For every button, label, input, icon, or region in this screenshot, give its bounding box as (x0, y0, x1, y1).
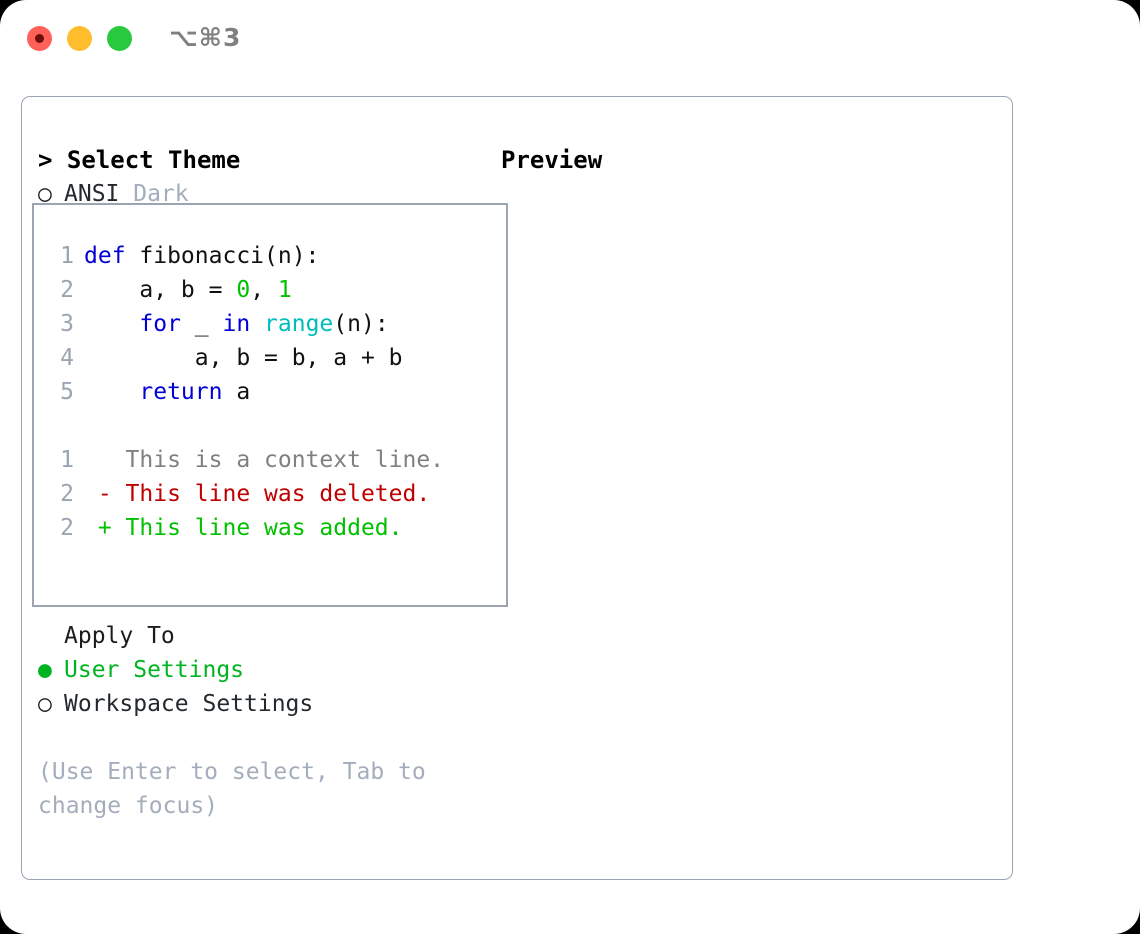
theme-picker-dialog: > Select Theme ○ANSI Dark○Atom One Dark○… (21, 96, 1013, 880)
preview-header: Preview (501, 146, 603, 174)
code-token: in (222, 311, 251, 337)
diff-line: 1 This is a context line. (50, 443, 444, 477)
title-bar: ⌥⌘3 (0, 0, 1140, 78)
code-line: 1 def fibonacci(n): (50, 239, 444, 273)
code-token: return (139, 379, 223, 405)
code-token: 1 (277, 277, 292, 303)
code-token (84, 379, 139, 405)
apply-to-option-label: Workspace Settings (64, 691, 314, 717)
theme-item-name: ANSI (64, 181, 120, 207)
code-line: 5 return a (50, 375, 444, 409)
diff-marker: - (84, 481, 126, 507)
code-token: for (139, 311, 181, 337)
radio-unselected-icon[interactable]: ○ (38, 691, 52, 717)
maximize-button-icon[interactable] (107, 26, 132, 51)
close-button-icon[interactable] (27, 26, 52, 51)
apply-to-header: Apply To (64, 623, 175, 649)
line-number: 1 (60, 243, 74, 269)
line-number: 5 (60, 379, 74, 405)
keyboard-hint-text: (Use Enter to select, Tab to change focu… (38, 759, 426, 819)
code-token (84, 311, 139, 337)
line-number: 2 (60, 277, 74, 303)
code-token: a, b = (84, 277, 237, 303)
code-line: 3 for _ in range(n): (50, 307, 444, 341)
line-number: 1 (60, 447, 74, 473)
line-number: 4 (60, 345, 74, 371)
code-token: (n): (333, 311, 389, 337)
theme-list-header: > Select Theme (38, 146, 241, 174)
radio-unselected-icon[interactable]: ○ (38, 181, 52, 207)
code-line: 2 a, b = 0, 1 (50, 273, 444, 307)
code-line: 4 a, b = b, a + b (50, 341, 444, 375)
diff-text: This line was added. (125, 515, 403, 541)
diff-line: 2 + This line was added. (50, 511, 444, 545)
code-token: range (264, 311, 334, 337)
code-token: 0 (236, 277, 251, 303)
apply-to-section: Apply To ● User Settings ○ Workspace Settin… (38, 619, 468, 721)
code-blank-line (50, 409, 444, 443)
diff-text: This is a context line. (125, 447, 445, 473)
diff-line: 2 - This line was deleted. (50, 477, 444, 511)
code-token: def (84, 243, 140, 269)
diff-text: This line was deleted. (125, 481, 431, 507)
apply-to-option-label: User Settings (64, 657, 245, 683)
code-token: a, b = b, a + b (84, 345, 403, 371)
code-token: , (250, 277, 278, 303)
keyboard-shortcut-label: ⌥⌘3 (169, 23, 242, 52)
line-number: 3 (60, 311, 74, 337)
apply-to-option[interactable]: ● User Settings (38, 653, 468, 687)
preview-column: Preview (501, 143, 991, 177)
diff-marker: + (84, 515, 126, 541)
code-token: a (222, 379, 251, 405)
line-number: 2 (60, 515, 74, 541)
radio-selected-icon[interactable]: ● (38, 657, 52, 683)
apply-to-list: ● User Settings ○ Workspace Settings (38, 653, 468, 721)
apply-to-option[interactable]: ○ Workspace Settings (38, 687, 468, 721)
minimize-button-icon[interactable] (67, 26, 92, 51)
diff-marker (84, 447, 126, 473)
line-number: 2 (60, 481, 74, 507)
code-token: _ (180, 311, 223, 337)
theme-list-item[interactable]: ○ ANSI Dark (38, 177, 468, 211)
theme-item-kind: Dark (119, 181, 189, 207)
code-token (250, 311, 264, 337)
code-token: fibonacci(n): (139, 243, 320, 269)
